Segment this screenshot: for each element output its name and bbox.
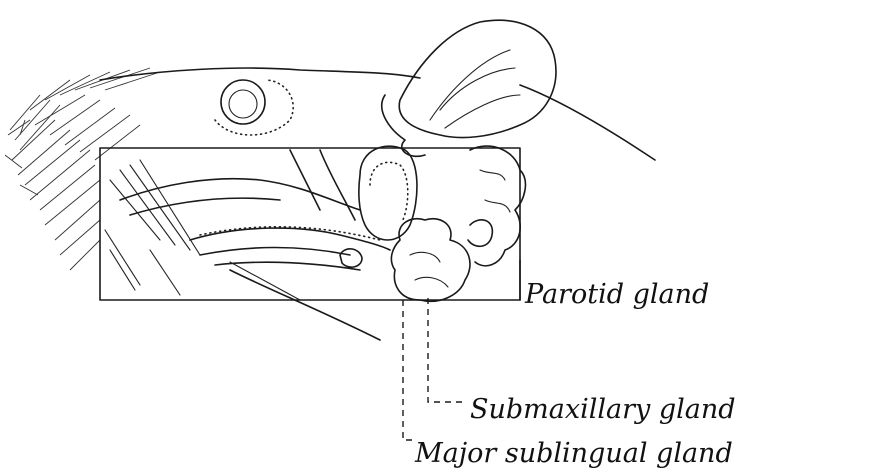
leader-sublingual [403,300,412,440]
muscle-structures [105,150,390,295]
ear-inner [430,50,520,128]
eye-inner [229,90,257,118]
sublingual-dots [370,162,408,222]
submaxillary-lobe [410,252,448,287]
small-lobes [340,249,362,267]
eye [221,80,265,124]
dissection-window [100,148,520,300]
head-outline-lower [520,85,655,160]
label-major-sublingual-gland: Major sublingual gland [414,438,733,469]
head-outline [100,68,420,80]
whisker-2 [230,262,300,300]
fur-hatching [5,68,160,270]
parotid-gland-shape [468,146,525,266]
label-submaxillary-gland: Submaxillary gland [470,394,736,425]
submaxillary-gland-shape [391,219,470,302]
label-parotid-gland: Parotid gland [524,279,709,310]
leader-submaxillary [428,298,462,402]
ear-base [382,95,425,156]
whisker [230,270,380,340]
